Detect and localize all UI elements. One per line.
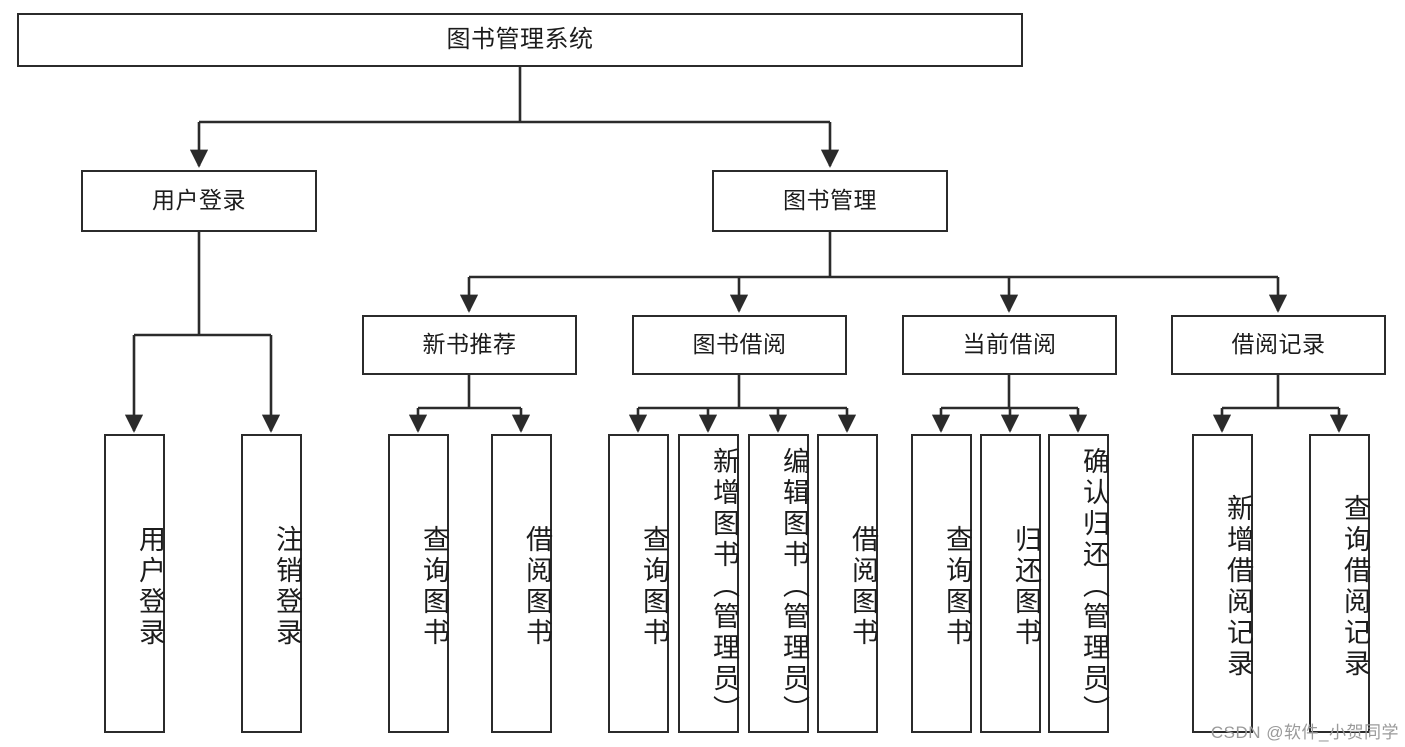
leaf-borrow-borrow-book[interactable]: 借阅图书 [817, 434, 878, 733]
leaf-current-return-book[interactable]: 归还图书 [980, 434, 1041, 733]
node-current-borrow[interactable]: 当前借阅 [902, 315, 1117, 375]
leaf-newbook-borrow-book[interactable]: 借阅图书 [491, 434, 552, 733]
leaf-logout[interactable]: 注销登录 [241, 434, 302, 733]
leaf-record-add-borrow-record[interactable]: 新增借阅记录 [1192, 434, 1253, 733]
node-book-borrow[interactable]: 图书借阅 [632, 315, 847, 375]
leaf-current-confirm-return-admin[interactable]: 确认归还（管理员） [1048, 434, 1109, 733]
leaf-newbook-query-book[interactable]: 查询图书 [388, 434, 449, 733]
leaf-record-query-borrow-record[interactable]: 查询借阅记录 [1309, 434, 1370, 733]
node-borrow-record[interactable]: 借阅记录 [1171, 315, 1386, 375]
leaf-borrow-query-book[interactable]: 查询图书 [608, 434, 669, 733]
leaf-borrow-edit-book-admin[interactable]: 编辑图书（管理员） [748, 434, 809, 733]
leaf-borrow-add-book-admin[interactable]: 新增图书（管理员） [678, 434, 739, 733]
node-root-system[interactable]: 图书管理系统 [17, 13, 1023, 67]
node-new-book-recommend[interactable]: 新书推荐 [362, 315, 577, 375]
node-book-management[interactable]: 图书管理 [712, 170, 948, 232]
leaf-user-login[interactable]: 用户登录 [104, 434, 165, 733]
leaf-current-query-book[interactable]: 查询图书 [911, 434, 972, 733]
node-user-login[interactable]: 用户登录 [81, 170, 317, 232]
